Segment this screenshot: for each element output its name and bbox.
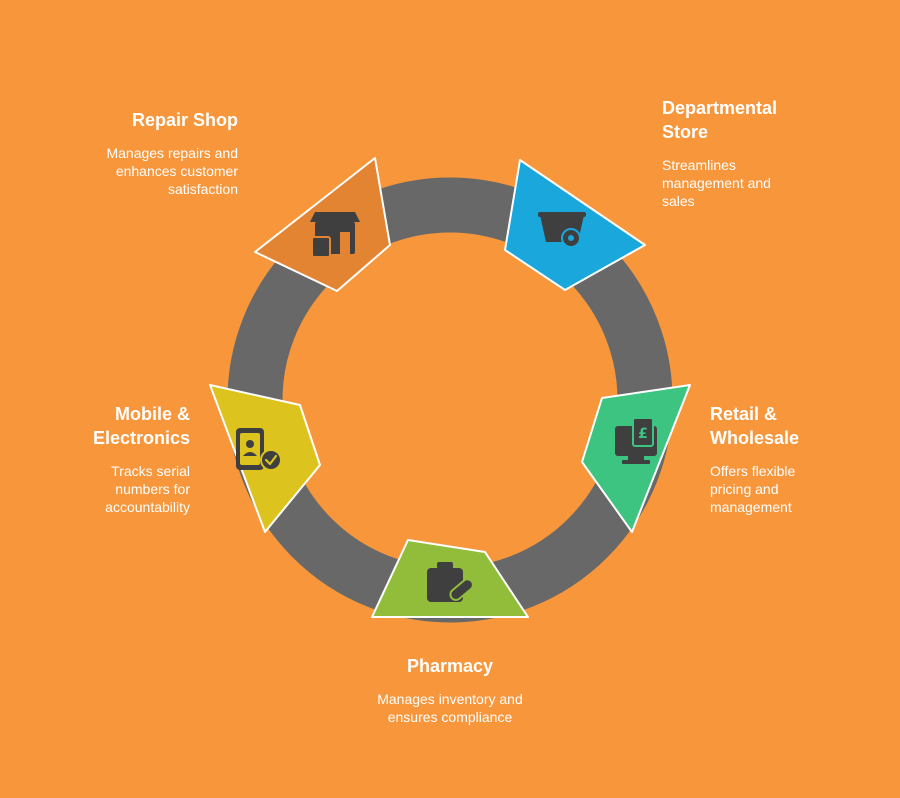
segment-title: Retail & Wholesale [710, 404, 800, 448]
label-retail-wholesale: Retail & Wholesale Offers flexible prici… [710, 402, 830, 516]
segment-description: Tracks serial numbers for accountability [105, 463, 190, 515]
segment-title: Pharmacy [406, 656, 494, 676]
segment-departmental-store[interactable] [504, 159, 646, 291]
segment-title: Repair Shop [131, 110, 238, 130]
segment-description: Streamlines management and sales [662, 157, 771, 209]
label-repair-shop: Repair Shop Manages repairs and enhances… [80, 108, 238, 198]
shopping-basket-icon [538, 212, 586, 248]
label-mobile-electronics: Mobile & Electronics Tracks serial numbe… [60, 402, 190, 516]
segment-title: Mobile & Electronics [92, 404, 190, 448]
segment-description: Manages inventory and ensures compliance [377, 691, 523, 725]
label-departmental-store: Departmental Store Streamlines managemen… [662, 96, 802, 210]
label-pharmacy: Pharmacy Manages inventory and ensures c… [370, 654, 530, 726]
svg-text:£: £ [638, 426, 648, 442]
segment-retail-wholesale[interactable]: £ [581, 384, 691, 533]
segment-mobile-electronics[interactable] [209, 384, 321, 533]
monitor-pound-receipt-icon: £ [615, 417, 657, 464]
medicine-box-pill-icon [427, 562, 474, 602]
segment-repair-shop[interactable] [254, 157, 391, 292]
segment-description: Offers flexible pricing and management [710, 463, 796, 515]
phone-user-check-icon [236, 428, 282, 471]
segment-description: Manages repairs and enhances customer sa… [106, 145, 238, 197]
segment-pharmacy[interactable] [371, 539, 529, 618]
storefront-thumbs-up-icon [310, 212, 360, 258]
segment-title: Departmental Store [662, 98, 778, 142]
